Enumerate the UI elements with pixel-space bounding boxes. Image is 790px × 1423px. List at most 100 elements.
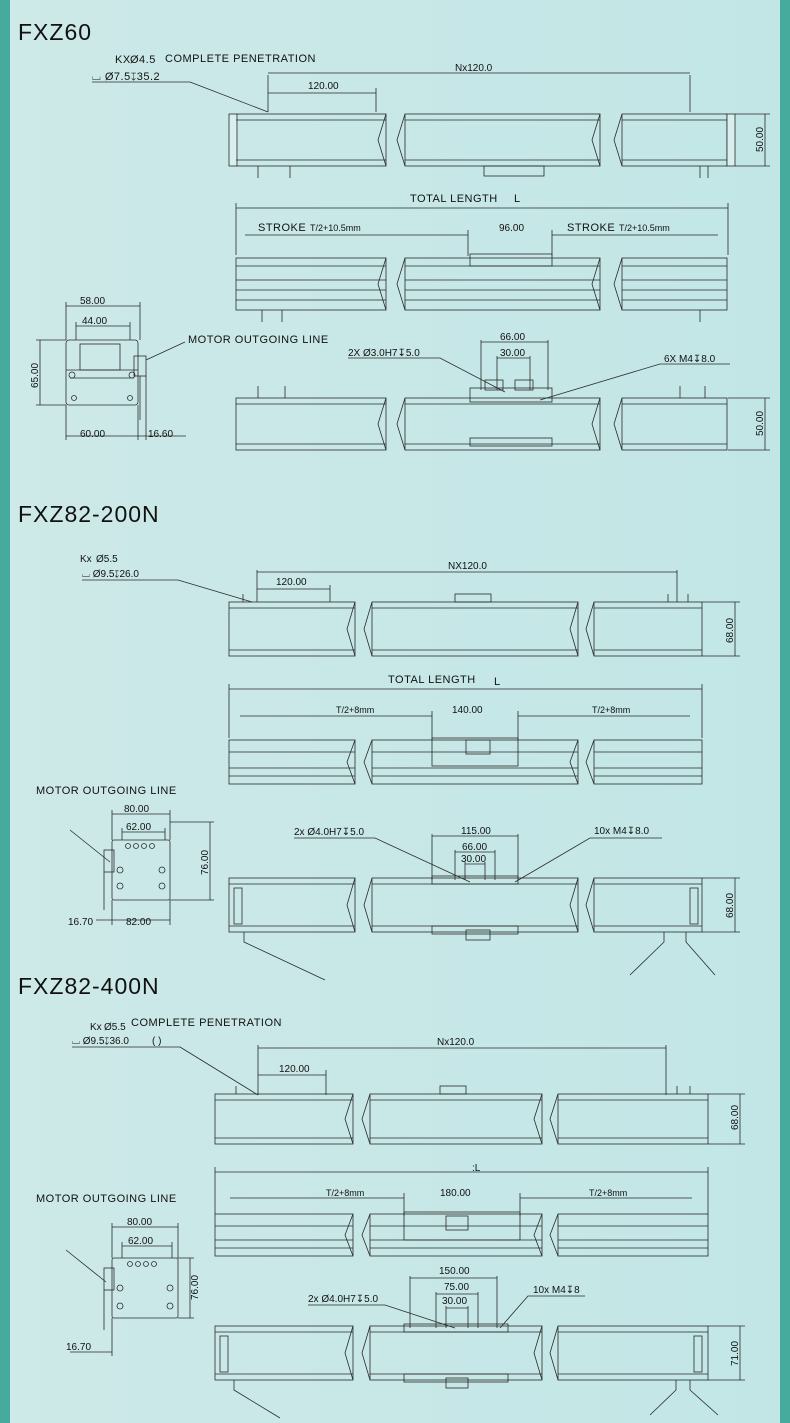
total-length-label: TOTAL LENGTH <box>388 674 476 686</box>
dim-height-label: 68.00 <box>725 618 736 643</box>
end-inner-width-label: 62.00 <box>126 822 151 833</box>
dim-30 <box>445 1306 469 1328</box>
complete-penetration-label: COMPLETE PENETRATION <box>131 1017 282 1029</box>
dim-115 <box>431 834 519 880</box>
screw-hole-spec: 6X M4↧8.0 <box>664 354 716 365</box>
pin-hole-leader <box>294 837 471 883</box>
end-inner-width-label: 62.00 <box>128 1236 153 1247</box>
end-height-label: 76.00 <box>190 1275 201 1300</box>
dim-66-label: 66.00 <box>500 332 525 343</box>
t-right-label: T/2+8mm <box>589 1188 627 1198</box>
dim-pitch-label: 120.00 <box>276 577 307 588</box>
dim-nx <box>257 1045 667 1095</box>
dim-height <box>702 601 740 657</box>
t-left-label: T/2+8mm <box>326 1188 364 1198</box>
end-inner-width-label: 44.00 <box>82 316 107 327</box>
stroke-right-value: T/2+10.5mm <box>619 223 670 233</box>
screw-hole-spec: 10x M4↧8 <box>533 1285 580 1296</box>
screw-hole-leader <box>514 837 662 883</box>
rail-top-view <box>214 1085 709 1145</box>
dim-66-label: 66.00 <box>462 842 487 853</box>
dim-nx-label: Nx120.0 <box>437 1037 475 1048</box>
dim-30 <box>464 862 486 880</box>
dim-nx <box>267 72 691 112</box>
dim-height-label: 50.00 <box>755 127 766 152</box>
total-length-symbol: L <box>514 193 521 205</box>
dim-height2-label: 50.00 <box>755 411 766 436</box>
rail-side-view <box>228 737 703 785</box>
end-width-label: 80.00 <box>127 1217 152 1228</box>
kx-diameter: Ø4.5 <box>130 54 156 66</box>
section-title-fxz82-200n: FXZ82-200N <box>18 501 160 527</box>
slider-width-label: 140.00 <box>452 705 483 716</box>
end-height-label: 65.00 <box>30 363 41 388</box>
end-view-fxz60: 58.00 44.00 65.00 60.00 16.60 <box>30 296 186 440</box>
end-width-label: 80.00 <box>124 804 149 815</box>
total-length-label: TOTAL LENGTH <box>410 193 498 205</box>
end-view-fxz82-400n: 80.00 62.00 76.00 16.70 <box>65 1217 201 1356</box>
callout-leader <box>92 81 269 113</box>
dim-pitch-label: 120.00 <box>308 81 339 92</box>
end-view-fxz82-200n: 80.00 62.00 76.00 16.70 82.00 <box>68 804 214 928</box>
screw-hole-leader <box>539 363 730 401</box>
pin-hole-spec: 2x Ø4.0H7↧5.0 <box>308 1294 379 1305</box>
counterbore-spec: ⌴ Ø7.5↧35.2 <box>92 71 160 83</box>
slider-width-label: 96.00 <box>499 223 524 234</box>
end-height-label: 76.00 <box>200 850 211 875</box>
rail-side-view <box>214 1211 709 1257</box>
section-title-fxz60: FXZ60 <box>18 19 92 45</box>
dim-height2 <box>702 877 740 933</box>
dim-150 <box>409 1276 498 1328</box>
complete-penetration-label: COMPLETE PENETRATION <box>165 53 316 65</box>
pin-hole-spec: 2X Ø3.0H7↧5.0 <box>348 348 420 359</box>
screw-hole-leader <box>499 1295 585 1329</box>
pin-hole-leader <box>308 1304 456 1329</box>
t-left-label: T/2+8mm <box>336 705 374 715</box>
rail-top-view <box>228 593 703 657</box>
screw-hole-spec: 10x M4↧8.0 <box>594 826 650 837</box>
dim-nx <box>256 570 678 602</box>
section-fxz60: FXZ60 KX Ø4.5 COMPLETE PENETRATION ⌴ Ø7.… <box>18 19 770 451</box>
total-length-symbol: L <box>494 676 501 688</box>
motor-outgoing-line-label: MOTOR OUTGOING LINE <box>188 334 329 346</box>
kx-label: KX <box>115 54 131 66</box>
dim-150-label: 150.00 <box>439 1266 470 1277</box>
dim-height-label: 68.00 <box>730 1105 741 1130</box>
end-bottom-width-label: 60.00 <box>80 429 105 440</box>
counterbore-spec: ⌴ Ø9.5↧36.0 <box>72 1036 129 1047</box>
callout-leader <box>72 1046 259 1096</box>
dim-nx-label: Nx120.0 <box>455 63 493 74</box>
dim-strokes <box>240 711 690 740</box>
dim-strokes <box>245 230 718 256</box>
dim-pitch <box>258 1070 327 1095</box>
callout-leader <box>82 579 253 603</box>
section-title-fxz82-400n: FXZ82-400N <box>18 973 160 999</box>
total-length-symbol: :L <box>472 1163 481 1174</box>
dim-pitch <box>257 585 331 602</box>
stroke-right-label: STROKE <box>567 222 615 234</box>
t-right-label: T/2+8mm <box>592 705 630 715</box>
kx-label: Kx <box>80 554 92 565</box>
dim-strokes <box>230 1193 692 1216</box>
rail-bottom-view <box>214 1323 719 1419</box>
dim-total-length <box>214 1167 709 1214</box>
pin-hole-leader <box>348 357 506 393</box>
dim-height2 <box>728 397 770 451</box>
end-offset-label: 16.70 <box>66 1342 91 1353</box>
dim-115-label: 115.00 <box>461 826 491 837</box>
dim-30-label: 30.00 <box>442 1296 467 1307</box>
dim-30-label: 30.00 <box>461 854 486 865</box>
rail-top-view <box>228 113 736 178</box>
kx-diameter: Ø5.5 <box>104 1022 126 1033</box>
kx-diameter: Ø5.5 <box>96 554 118 565</box>
dim-height <box>735 113 770 167</box>
dim-30-label: 30.00 <box>500 348 525 359</box>
dim-height2-label: 68.00 <box>725 893 736 918</box>
end-bottom-width-label: 82.00 <box>126 917 151 928</box>
dim-nx-label: NX120.0 <box>448 561 487 572</box>
motor-outgoing-line-label: MOTOR OUTGOING LINE <box>36 1193 177 1205</box>
end-offset-label: 16.70 <box>68 917 93 928</box>
pin-hole-spec: 2x Ø4.0H7↧5.0 <box>294 827 365 838</box>
